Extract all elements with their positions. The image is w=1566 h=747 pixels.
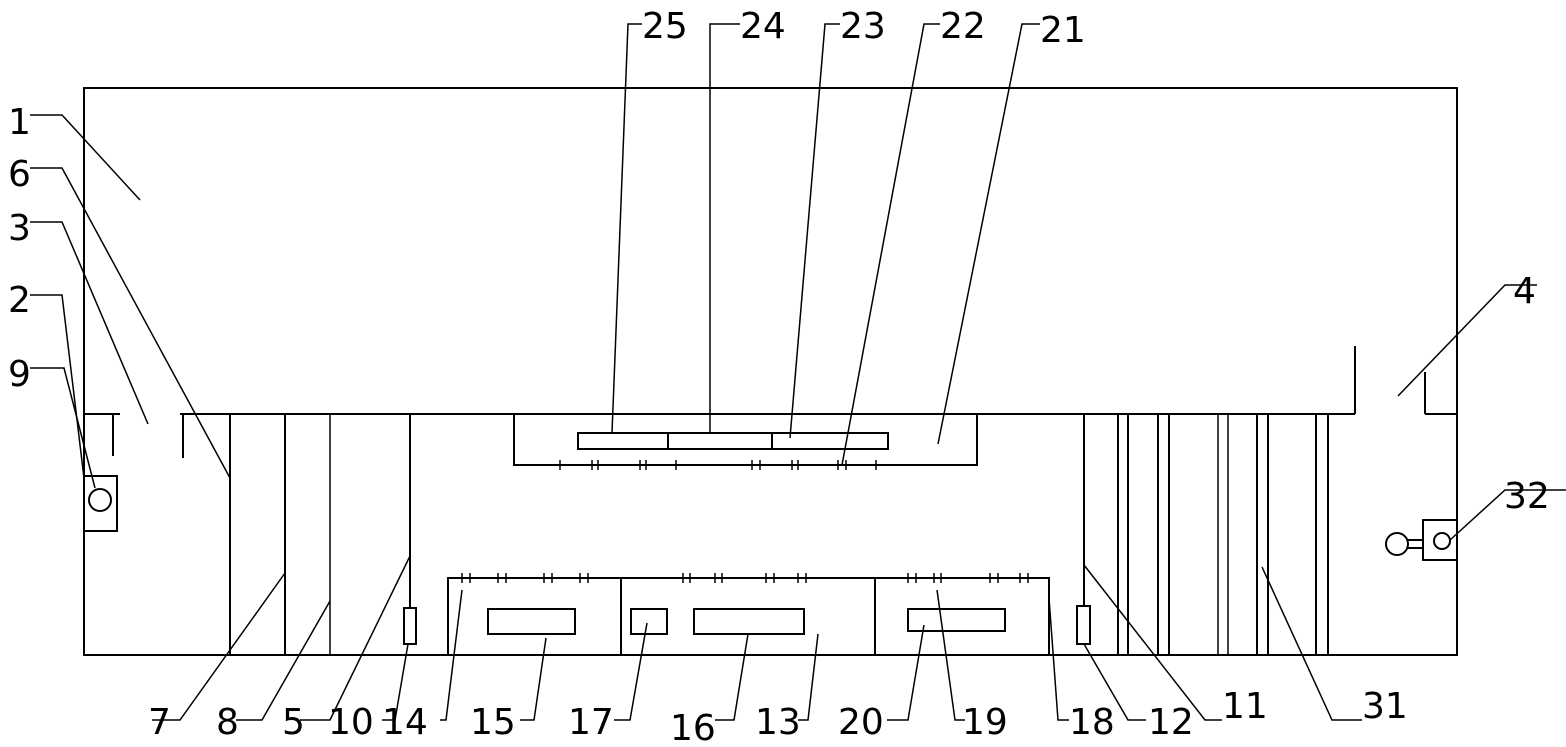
label-22: 22 (940, 6, 986, 47)
trough-21-ticks (559, 460, 877, 470)
label-21: 21 (1040, 10, 1086, 51)
trough-13-ticks (461, 573, 1029, 583)
label-18: 18 (1069, 702, 1115, 743)
housing-outline (83, 87, 1458, 656)
component-15 (487, 608, 576, 635)
circle-9 (88, 488, 112, 512)
box-32 (1422, 519, 1458, 561)
label-14: 14 (382, 702, 428, 743)
component-20 (907, 608, 1006, 632)
component-23 (771, 432, 889, 450)
label-5: 5 (282, 702, 305, 743)
label-2: 2 (8, 280, 31, 321)
label-12: 12 (1148, 702, 1194, 743)
label-15: 15 (470, 702, 516, 743)
label-4: 4 (1513, 271, 1536, 312)
label-19: 19 (962, 702, 1008, 743)
component-17 (630, 608, 668, 635)
label-16: 16 (670, 708, 716, 747)
label-23: 23 (840, 6, 886, 47)
label-10: 10 (328, 702, 374, 743)
component-16 (693, 608, 805, 635)
label-13: 13 (755, 702, 801, 743)
connector-32 (1408, 539, 1423, 549)
plates-31 (1117, 414, 1329, 655)
label-17: 17 (568, 702, 614, 743)
label-31: 31 (1362, 686, 1408, 727)
label-3: 3 (8, 208, 31, 249)
label-24: 24 (740, 6, 786, 47)
label-9: 9 (8, 354, 31, 395)
label-7: 7 (148, 702, 171, 743)
label-11: 11 (1222, 686, 1268, 727)
label-6: 6 (8, 154, 31, 195)
circle-32-outer (1385, 532, 1409, 556)
trough-13 (447, 577, 1050, 655)
trough-21 (513, 414, 978, 466)
label-25: 25 (642, 6, 688, 47)
label-20: 20 (838, 702, 884, 743)
label-8: 8 (216, 702, 239, 743)
circle-32 (1433, 532, 1451, 550)
leader-lines (30, 23, 1566, 721)
sensor-12 (1076, 605, 1091, 645)
label-32: 32 (1504, 476, 1550, 517)
component-25 (577, 432, 669, 450)
label-1: 1 (8, 102, 31, 143)
sensor-10 (403, 607, 417, 645)
component-24 (667, 432, 773, 450)
